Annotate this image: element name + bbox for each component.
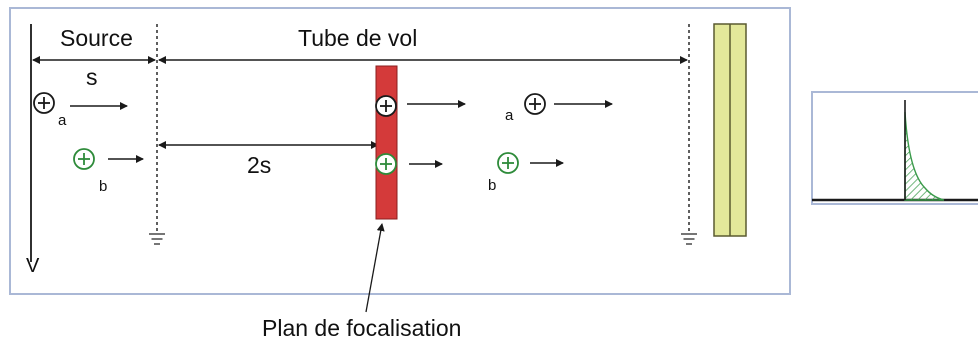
ion-a-label: a <box>58 112 67 129</box>
spectrum-inset <box>811 91 978 205</box>
two-s-label: 2s <box>247 152 272 178</box>
positive-ion-icon <box>524 93 546 115</box>
positive-ion-icon <box>73 148 95 170</box>
positive-ion-icon <box>375 95 397 117</box>
ion-a-label-after: a <box>505 107 514 124</box>
focal-plane <box>375 65 398 220</box>
v-label: V <box>26 255 40 277</box>
s-label: s <box>86 64 98 90</box>
ion-b-label: b <box>99 178 108 195</box>
positive-ion-icon <box>33 92 55 114</box>
tube-label: Tube de vol <box>298 25 418 51</box>
ion-b-label-after: b <box>488 177 497 194</box>
source-label: Source <box>60 25 133 51</box>
positive-ion-icon <box>497 152 519 174</box>
ground-icon <box>681 233 697 245</box>
main-frame <box>9 7 791 295</box>
focal-plane-label: Plan de focalisation <box>262 315 462 341</box>
focal-plane-pointer <box>365 223 385 313</box>
ground-icon <box>149 233 165 245</box>
positive-ion-icon <box>375 153 397 175</box>
spectrum-peak <box>904 111 945 201</box>
